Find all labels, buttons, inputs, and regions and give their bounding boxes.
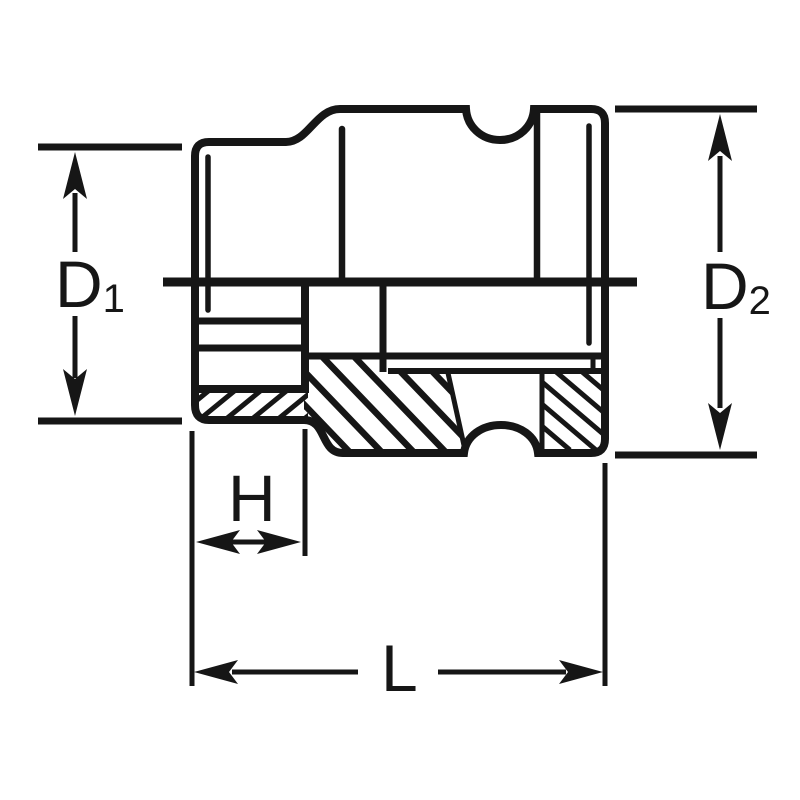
l-label: L	[381, 631, 418, 705]
hatch-right-block	[542, 371, 603, 452]
d2-label: D2	[701, 249, 771, 323]
d2-arrow-down	[708, 403, 732, 450]
d2-arrow-up	[708, 114, 732, 161]
h-label: H	[228, 461, 276, 535]
dimension-d2: D2	[615, 105, 771, 459]
dimension-l: L	[194, 463, 608, 705]
hatch-center-band	[304, 358, 466, 452]
l-arrow-left	[194, 660, 238, 684]
socket-body	[163, 105, 637, 457]
h-arrow-left	[196, 530, 240, 554]
d1-arrow-up	[63, 152, 87, 199]
d1-arrow-down	[63, 369, 87, 416]
dimension-d1: D1	[38, 143, 182, 425]
socket-outline	[191, 105, 609, 457]
dimension-h: H	[189, 429, 308, 686]
d1-label: D1	[55, 247, 125, 321]
l-arrow-right	[559, 660, 603, 684]
h-arrow-right	[257, 530, 301, 554]
